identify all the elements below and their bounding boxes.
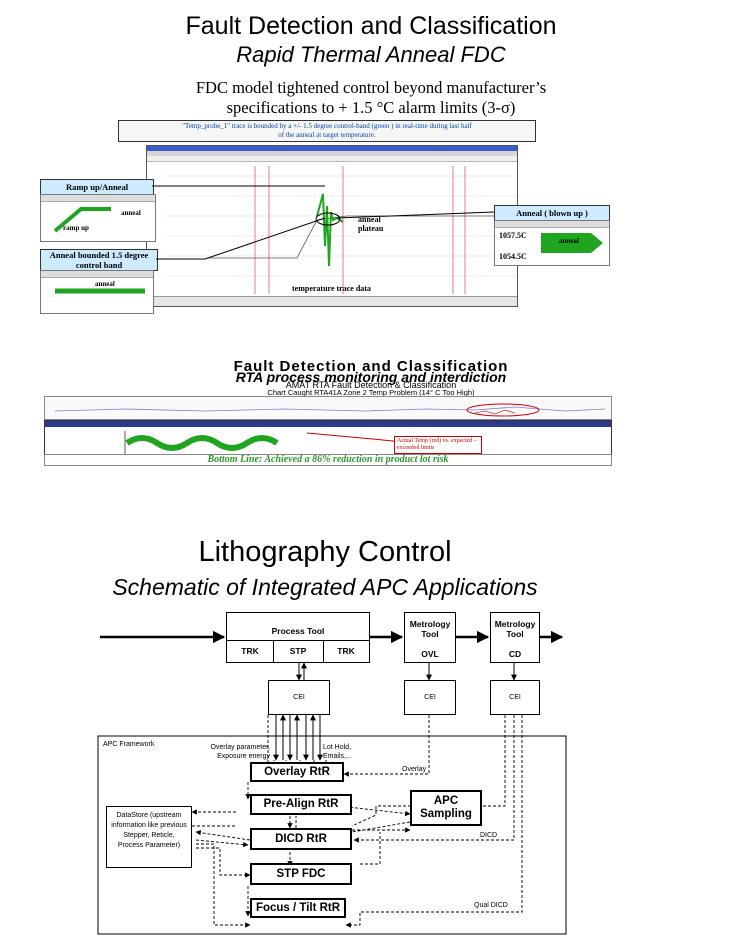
stp-label: STP xyxy=(289,646,307,656)
datastore-box: DataStore (upstream information like pre… xyxy=(106,806,192,868)
cei-label-1: CEI xyxy=(293,694,305,701)
metrology-cd-label: Metrology Tool xyxy=(494,619,536,639)
metrology-tool-ovl: Metrology Tool OVL xyxy=(404,612,456,663)
dicd-rtr-box: DICD RtR xyxy=(250,828,352,850)
trk-left-label: TRK xyxy=(241,646,259,656)
blown-up-panel: 1057.5C 1054.5C anneal xyxy=(494,220,610,266)
lithography-subtitle: Schematic of Integrated APC Applications xyxy=(112,574,538,600)
metrology-tool-cd: Metrology Tool CD xyxy=(490,612,540,663)
page-title: Fault Detection and Classification xyxy=(185,12,557,40)
description-line-1: FDC model tightened control beyond manuf… xyxy=(195,78,547,97)
process-tool-box: Process Tool TRK STP TRK xyxy=(226,612,370,663)
emails-text: Emails,... xyxy=(323,753,352,760)
lithography-title: Lithography Control xyxy=(198,536,452,568)
ovl-label: OVL xyxy=(421,649,439,659)
rta-control-panel xyxy=(44,420,612,458)
cei-label-3: CEI xyxy=(509,694,521,701)
bounded-panel: anneal xyxy=(40,270,154,314)
rta-line-4: Chart Caught RTA41A Zone 2 Temp Problem … xyxy=(267,388,475,397)
label-temperature-trace: temperature trace data xyxy=(292,284,371,293)
fdc-trace-window xyxy=(146,145,518,307)
dicd-flow-label: DICD xyxy=(480,832,498,839)
description-line-2: specifications to + 1.5 °C alarm limits … xyxy=(226,98,516,117)
bottom-line-banner: Bottom Line: Achieved a 86% reduction in… xyxy=(44,454,612,466)
label-anneal-ramp: anneal xyxy=(121,209,141,217)
apc-sampling-box: APC Sampling xyxy=(410,790,482,826)
rta-trace-panel xyxy=(44,396,612,420)
label-ramp-up: ramp up xyxy=(63,224,89,232)
apc-framework-label: APC Framework xyxy=(103,741,155,748)
metrology-ovl-label: Metrology Tool xyxy=(409,619,451,639)
window-menubar xyxy=(147,151,517,156)
callout-connectors xyxy=(152,185,495,260)
qual-dicd-label: Qual DICD xyxy=(474,902,508,909)
page-subtitle: Rapid Thermal Anneal FDC xyxy=(236,42,506,67)
actual-temp-note: Actual Temp (red) vs. expected – exceede… xyxy=(394,436,482,454)
value-lower-limit: 1054.5C xyxy=(499,252,527,261)
apc-sampling-line-2: Sampling xyxy=(420,808,472,820)
cei-label-2: CEI xyxy=(424,694,436,701)
cd-label: CD xyxy=(508,649,522,659)
cei-box-ovl: CEI xyxy=(404,680,456,715)
trk-right-label: TRK xyxy=(337,646,355,656)
exposure-energy-text: Exposure energy xyxy=(217,753,270,760)
apc-sampling-line-1: APC xyxy=(433,795,459,807)
prealign-rtr-box: Pre-Align RtR xyxy=(250,794,352,815)
overlay-parameter-label: Overlay parameter, Exposure energy xyxy=(200,743,270,761)
caption-line-1: "Temp_probe_1" trace is bounded by a +/-… xyxy=(182,122,472,130)
window-statusbar xyxy=(147,296,517,306)
ramp-panel: anneal ramp up xyxy=(40,194,156,242)
label-anneal-bounded: anneal xyxy=(95,280,115,288)
rta-line-3: AMAT RTA Fault Detection & Classificatio… xyxy=(285,380,457,390)
stp-fdc-box: STP FDC xyxy=(250,863,352,885)
window-titlebar xyxy=(147,146,517,151)
lot-hold-label: Lot Hold, Emails,... xyxy=(323,743,352,761)
label-anneal-plateau: anneal plateau xyxy=(358,215,384,233)
fdc-caption: "Temp_probe_1" trace is bounded by a +/-… xyxy=(118,120,536,142)
rta-title: Fault Detection and Classification xyxy=(233,358,509,375)
process-tool-label: Process Tool xyxy=(271,626,325,636)
caption-line-2: of the anneal at target temperature. xyxy=(278,131,376,139)
cei-box-process: CEI xyxy=(268,680,330,715)
value-upper-limit: 1057.5C xyxy=(499,231,527,240)
overlay-parameter-text: Overlay parameter, xyxy=(210,744,270,751)
label-anneal-blown: anneal xyxy=(559,237,579,245)
rta-subtitle: RTA process monitoring and interdiction xyxy=(235,369,507,385)
window-legendbar xyxy=(147,156,517,162)
overlay-rtr-box: Overlay RtR xyxy=(250,762,344,782)
callout-anneal-bounded: Anneal bounded 1.5 degree control band xyxy=(40,249,158,271)
lot-hold-text: Lot Hold, xyxy=(323,744,352,751)
cei-box-cd: CEI xyxy=(490,680,540,715)
apc-diagram-lines xyxy=(97,630,567,935)
overlay-flow-label: Overlay xyxy=(402,766,427,773)
focus-tilt-rtr-box: Focus / Tilt RtR xyxy=(250,898,346,918)
